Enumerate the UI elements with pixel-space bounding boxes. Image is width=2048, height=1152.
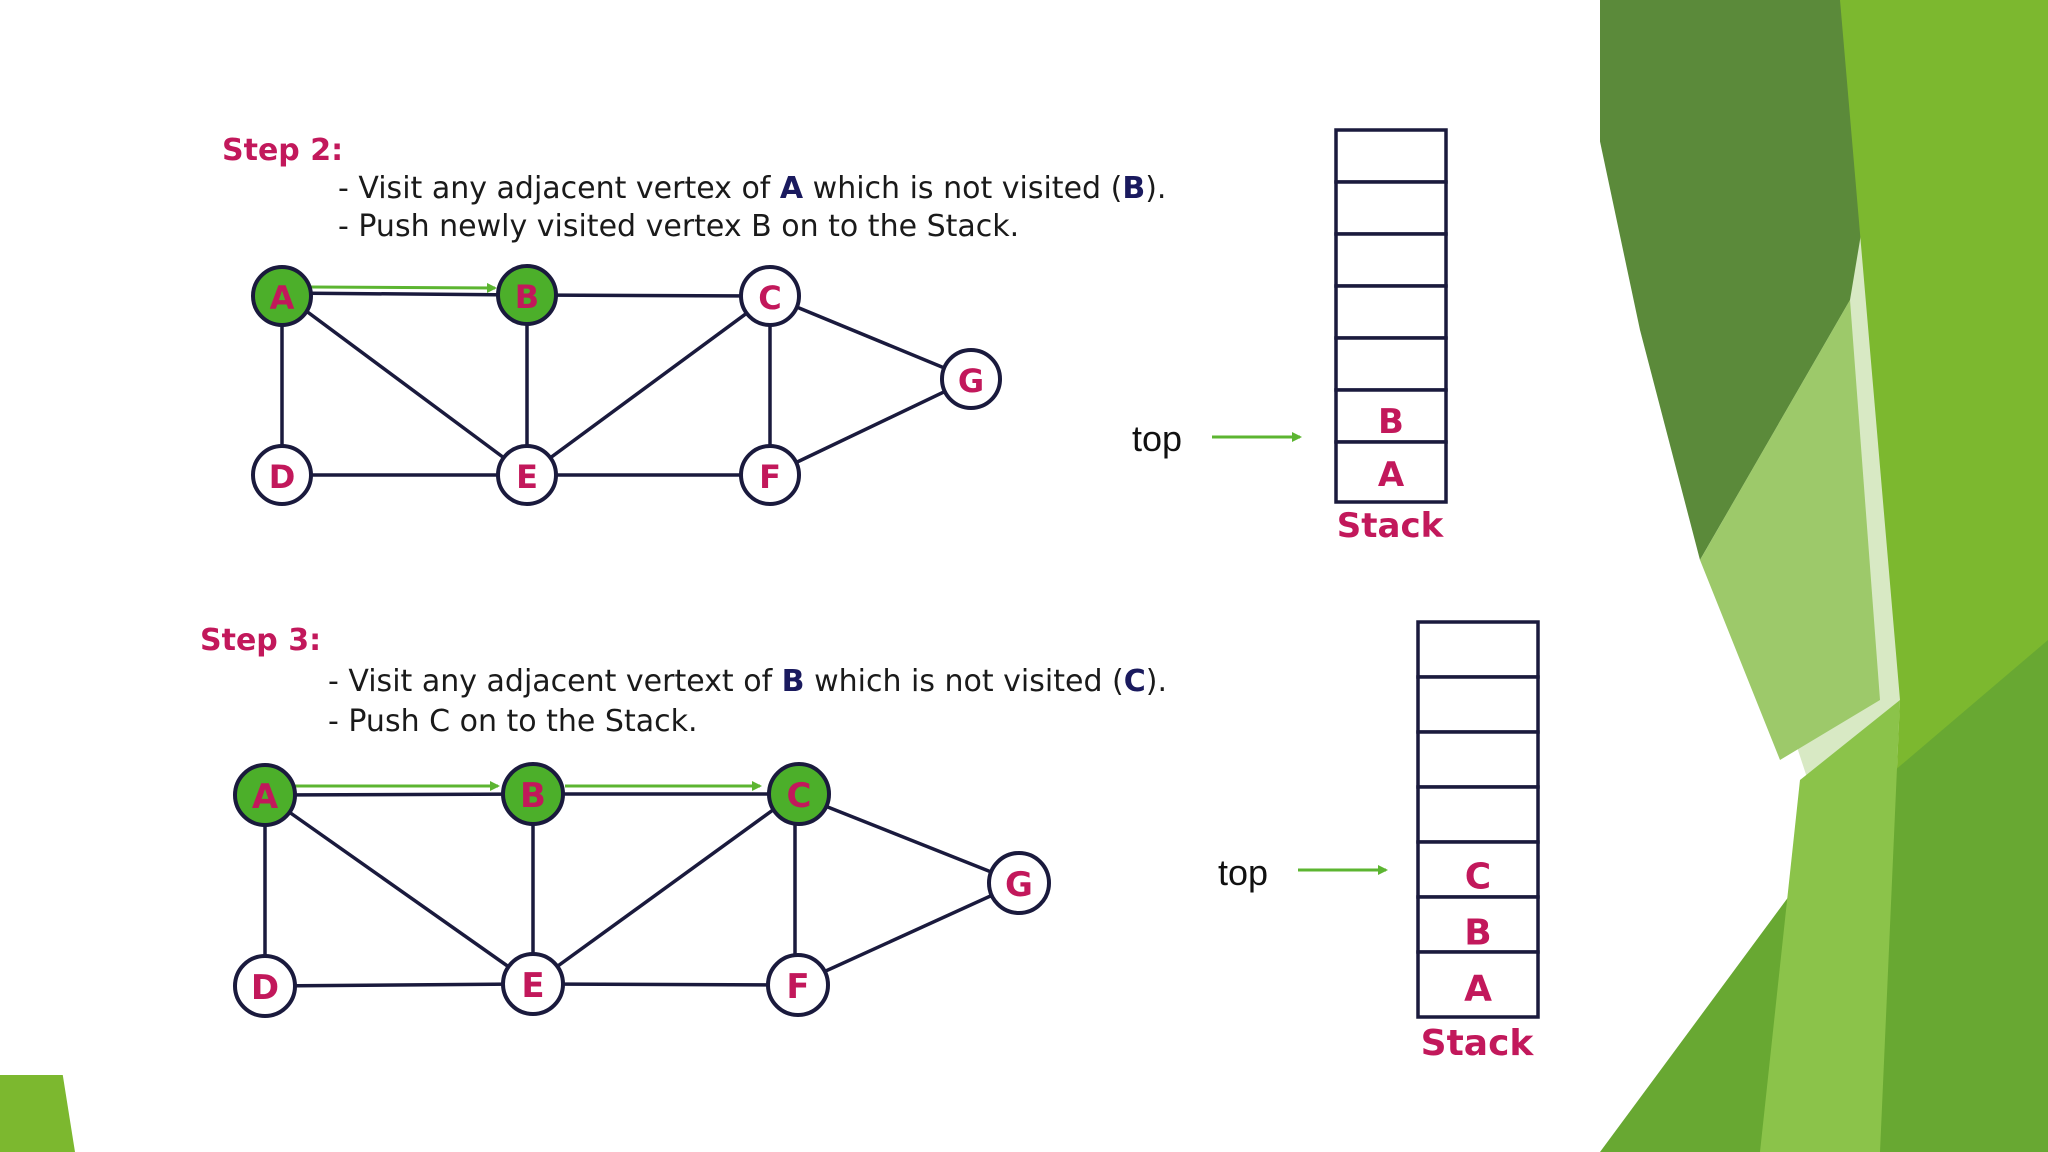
svg-text:C: C	[758, 279, 781, 317]
step-2: Step 2: - Visit any adjacent vertex of A…	[222, 128, 1448, 546]
node-G: G	[987, 851, 1051, 915]
stack-cell-empty	[1334, 128, 1448, 184]
svg-text:G: G	[958, 362, 984, 400]
step-title: Step 2:	[222, 133, 343, 168]
edge-C-E	[525, 294, 772, 477]
edge-F-G	[769, 377, 972, 477]
node-F: F	[739, 444, 801, 506]
svg-text:F: F	[786, 967, 809, 1007]
svg-text:D: D	[251, 968, 279, 1008]
stack-cell-empty	[1334, 284, 1448, 340]
node-C: C	[767, 762, 831, 826]
edge-C-G	[794, 792, 1020, 885]
node-G: G	[940, 348, 1002, 410]
edge-C-G	[769, 294, 972, 381]
graph-diagram: A B C D E F G	[251, 264, 1002, 506]
step-title: Step 3:	[200, 623, 321, 658]
stack-item-top: B	[1378, 402, 1404, 442]
stack-caption: Stack	[1337, 506, 1445, 546]
edge-E-F	[532, 982, 796, 987]
stack-cell-empty	[1334, 336, 1448, 392]
node-D: D	[251, 444, 313, 506]
edge-F-G	[794, 881, 1020, 987]
stack-item-bottom: A	[1464, 969, 1492, 1010]
svg-text:G: G	[1005, 865, 1033, 905]
top-label: top	[1218, 852, 1268, 893]
stack-cell-empty	[1416, 675, 1540, 734]
svg-text:C: C	[787, 776, 812, 816]
stack-cell	[1334, 440, 1448, 504]
step-instruction-line1: - Visit any adjacent vertext of B which …	[328, 664, 1167, 699]
svg-text:F: F	[759, 458, 781, 496]
stack-cell-empty	[1416, 785, 1540, 844]
edge-D-E	[264, 982, 534, 988]
svg-text:A: A	[252, 777, 279, 817]
edge-A-E	[280, 291, 529, 477]
node-F: F	[766, 953, 830, 1017]
node-B: B	[501, 762, 565, 826]
stack-item-top: C	[1465, 857, 1491, 898]
stack-cell	[1334, 388, 1448, 444]
step-3: Step 3: - Visit any adjacent vertext of …	[200, 620, 1540, 1064]
step-instruction-line2: - Push C on to the Stack.	[328, 704, 698, 739]
edge-A-B	[281, 291, 528, 297]
traversal-arrow-A-B	[309, 282, 497, 293]
svg-text:A: A	[270, 279, 295, 317]
stack-item-bottom: A	[1378, 455, 1405, 495]
stack-cell-empty	[1334, 180, 1448, 236]
svg-text:E: E	[516, 458, 538, 496]
stack-cell	[1416, 895, 1540, 954]
step-instruction-line2: - Push newly visited vertex B on to the …	[338, 209, 1019, 244]
node-A: A	[251, 265, 313, 327]
top-pointer: top	[1218, 852, 1388, 893]
node-C: C	[739, 265, 801, 327]
step-instruction-line1: - Visit any adjacent vertex of A which i…	[338, 171, 1166, 206]
top-pointer: top	[1132, 418, 1302, 459]
edge-A-E	[263, 793, 535, 986]
graph-diagram: A B C D E F G	[233, 762, 1051, 1018]
edge-C-E	[531, 792, 797, 986]
top-label: top	[1132, 418, 1182, 459]
node-D: D	[233, 954, 297, 1018]
stack-caption: Stack	[1421, 1023, 1535, 1064]
edge-B-C	[526, 293, 771, 298]
stack-diagram: B A Stack	[1334, 128, 1448, 546]
stack-cell-empty	[1416, 730, 1540, 789]
stack-cell-empty	[1334, 232, 1448, 288]
stack-item-middle: B	[1464, 913, 1491, 954]
node-E: E	[501, 952, 565, 1016]
edge-A-B	[264, 792, 534, 797]
svg-text:D: D	[269, 458, 296, 496]
stack-cell	[1416, 950, 1540, 1019]
svg-text:B: B	[520, 776, 546, 816]
stack-diagram: C B A Stack	[1416, 620, 1540, 1064]
svg-text:B: B	[515, 278, 539, 316]
node-E: E	[496, 444, 558, 506]
node-B: B	[496, 264, 558, 326]
stack-cell-empty	[1416, 620, 1540, 679]
node-A: A	[233, 763, 297, 827]
svg-text:E: E	[521, 966, 544, 1006]
